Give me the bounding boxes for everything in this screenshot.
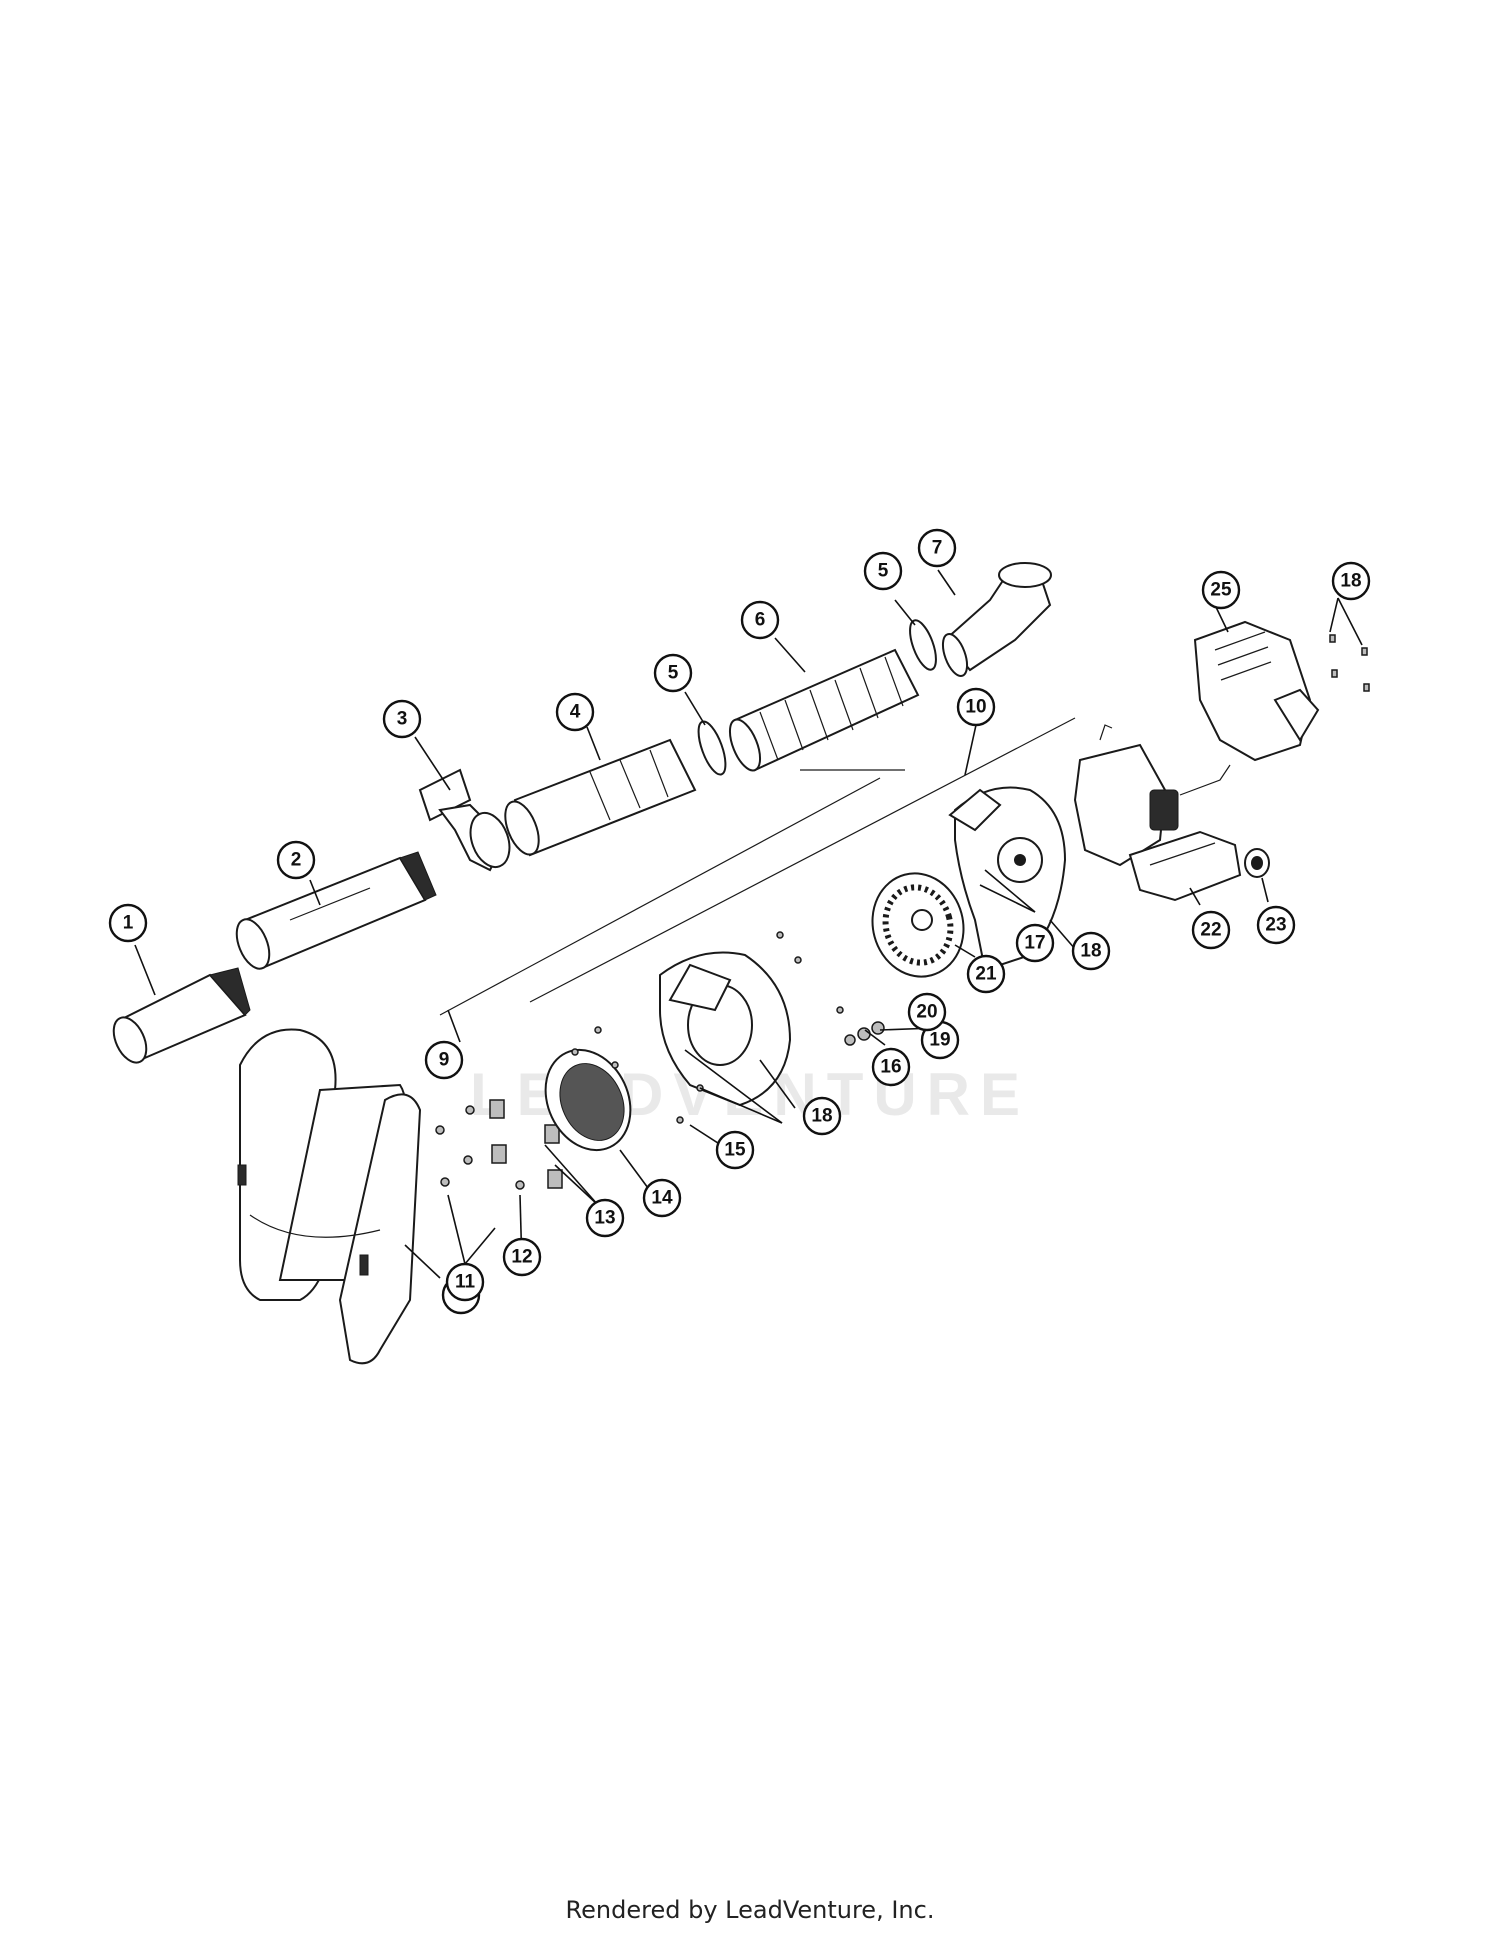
callout-18-front: 18 <box>802 1096 842 1136</box>
callout-20: 20 <box>907 992 947 1032</box>
callout-9: 9 <box>424 1040 464 1080</box>
svg-text:20: 20 <box>916 1002 937 1023</box>
callout-15: 15 <box>715 1130 755 1170</box>
callout-6: 6 <box>740 600 780 640</box>
svg-text:4: 4 <box>570 702 581 723</box>
callout-17: 17 <box>1015 923 1055 963</box>
svg-text:1: 1 <box>123 913 134 934</box>
callout-18-cover: 18 <box>1331 561 1371 601</box>
part-extension-tube <box>235 851 437 970</box>
part-fan-housing-front <box>659 951 792 1107</box>
part-handle <box>418 768 511 872</box>
callout-25: 25 <box>1201 570 1241 610</box>
svg-text:5: 5 <box>668 663 679 684</box>
callout-2: 2 <box>276 840 316 880</box>
svg-text:18: 18 <box>1340 571 1361 592</box>
svg-text:22: 22 <box>1200 920 1221 941</box>
part-nozzle-tip <box>112 967 251 1064</box>
part-hose-clamp-lower <box>697 720 727 776</box>
part-upper-tube <box>504 738 697 857</box>
callout-4: 4 <box>555 692 595 732</box>
svg-text:7: 7 <box>932 538 943 559</box>
callout-7: 7 <box>917 528 957 568</box>
svg-text:12: 12 <box>511 1247 532 1268</box>
footer-credit: Rendered by LeadVenture, Inc. <box>565 1896 935 1924</box>
svg-text:10: 10 <box>965 697 986 718</box>
part-elbow-tube <box>941 562 1052 677</box>
svg-text:16: 16 <box>880 1057 901 1078</box>
part-muffler <box>1128 830 1242 902</box>
part-intake-screen <box>544 1048 632 1152</box>
svg-text:9: 9 <box>439 1050 450 1071</box>
part-backpack-frame <box>237 1028 422 1365</box>
callout-16: 16 <box>871 1047 911 1087</box>
callout-13: 13 <box>585 1198 625 1238</box>
callout-5-upper: 5 <box>863 551 903 591</box>
part-cover-screws <box>1329 634 1370 692</box>
callout-5-lower: 5 <box>653 653 693 693</box>
callout-11-main: 11 <box>445 1262 485 1302</box>
callout-12: 12 <box>502 1237 542 1277</box>
callout-23: 23 <box>1256 905 1296 945</box>
part-impeller <box>871 872 965 978</box>
part-fuel-cap <box>1244 848 1270 878</box>
callout-22: 22 <box>1191 910 1231 950</box>
svg-text:21: 21 <box>975 964 997 985</box>
svg-text:14: 14 <box>651 1188 673 1209</box>
leader-lines <box>134 569 1363 1279</box>
svg-text:2: 2 <box>291 850 302 871</box>
callout-14: 14 <box>642 1178 682 1218</box>
svg-text:5: 5 <box>878 561 889 582</box>
svg-text:17: 17 <box>1024 933 1045 954</box>
part-flex-hose <box>728 648 920 772</box>
part-throttle-cable <box>439 717 1076 1016</box>
svg-text:19: 19 <box>929 1030 950 1051</box>
part-hose-clamp-upper <box>909 619 937 671</box>
svg-text:18: 18 <box>811 1106 832 1127</box>
callout-10: 10 <box>956 687 996 727</box>
svg-text:15: 15 <box>724 1140 746 1161</box>
svg-text:18: 18 <box>1080 941 1101 962</box>
callout-21: 21 <box>966 954 1006 994</box>
callout-18-rear: 18 <box>1071 931 1111 971</box>
part-engine-cover <box>1193 620 1320 762</box>
svg-text:23: 23 <box>1265 915 1286 936</box>
callout-1: 1 <box>108 903 148 943</box>
svg-text:13: 13 <box>594 1208 615 1229</box>
svg-text:25: 25 <box>1210 580 1232 601</box>
callout-3: 3 <box>382 699 422 739</box>
svg-text:11: 11 <box>455 1272 476 1293</box>
svg-text:3: 3 <box>397 709 408 730</box>
part-vibration-mounts <box>435 1099 563 1190</box>
svg-text:6: 6 <box>755 610 766 631</box>
